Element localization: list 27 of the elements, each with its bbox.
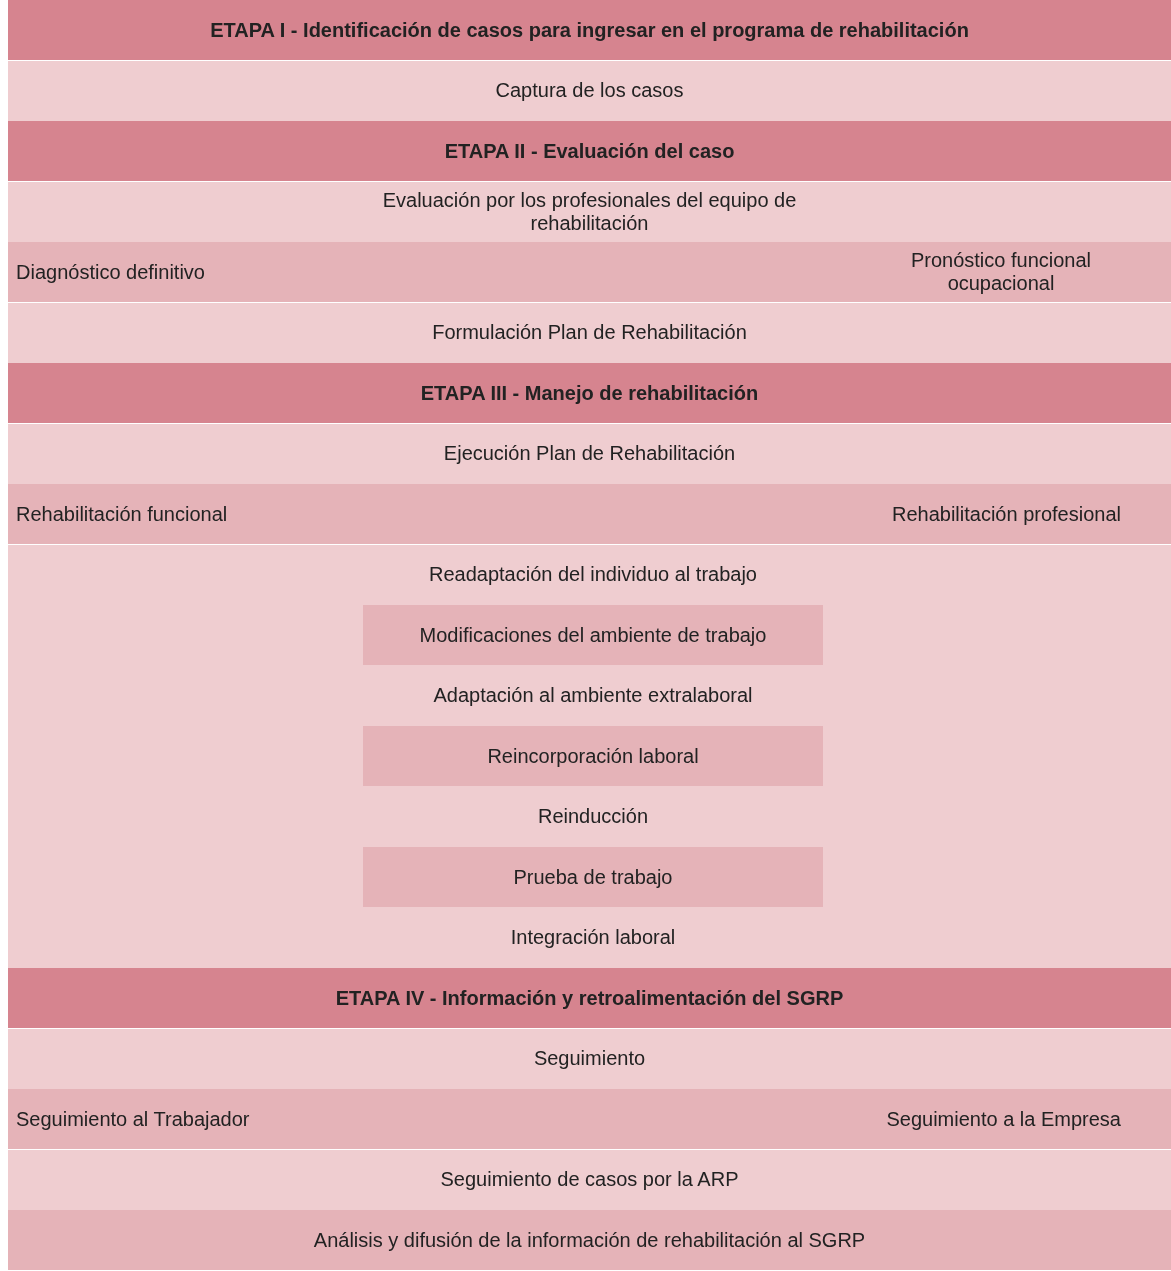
- step-band: Formulación Plan de Rehabilitación: [8, 302, 1171, 363]
- step-text: Rehabilitación funcional: [16, 502, 228, 526]
- step-text: Readaptación del individuo al trabajo: [363, 562, 823, 586]
- step-text: Pronóstico funcional ocupacional: [909, 249, 1093, 295]
- stage-header: ETAPA III - Manejo de rehabilitación: [8, 363, 1171, 423]
- step-text: Seguimiento a la Empresa: [886, 1107, 1121, 1131]
- step-band: Reincorporación laboral: [363, 726, 823, 786]
- step-text: Adaptación al ambiente extralaboral: [363, 683, 823, 707]
- step-text: Reinducción: [363, 804, 823, 828]
- step-text: Diagnóstico definitivo: [16, 260, 205, 284]
- step-band: Ejecución Plan de Rehabilitación: [8, 423, 1171, 484]
- step-band: Análisis y difusión de la información de rehabilitación al SGRP: [8, 1210, 1171, 1270]
- step-band: Seguimiento de casos por la ARP: [8, 1149, 1171, 1210]
- step-text: Seguimiento al Trabajador: [16, 1107, 250, 1131]
- step-band: Prueba de trabajo: [363, 847, 823, 907]
- step-band: Modificaciones del ambiente de trabajo: [363, 605, 823, 665]
- stage-header: ETAPA I - Identificación de casos para ingresar en el programa de rehabilitación: [8, 0, 1171, 60]
- step-band: Captura de los casos: [8, 60, 1171, 121]
- step-band: Evaluación por los profesionales del equipo de rehabilitación: [8, 181, 1171, 242]
- step-band: [8, 1089, 1171, 1149]
- step-band: Seguimiento: [8, 1028, 1171, 1089]
- stage-header: ETAPA IV - Información y retroalimentación del SGRP: [8, 968, 1171, 1028]
- step-band: [8, 242, 1171, 302]
- stage-header: ETAPA II - Evaluación del caso: [8, 121, 1171, 181]
- step-text: Rehabilitación profesional: [891, 502, 1121, 526]
- step-band: [8, 484, 1171, 544]
- step-text: Integración laboral: [363, 925, 823, 949]
